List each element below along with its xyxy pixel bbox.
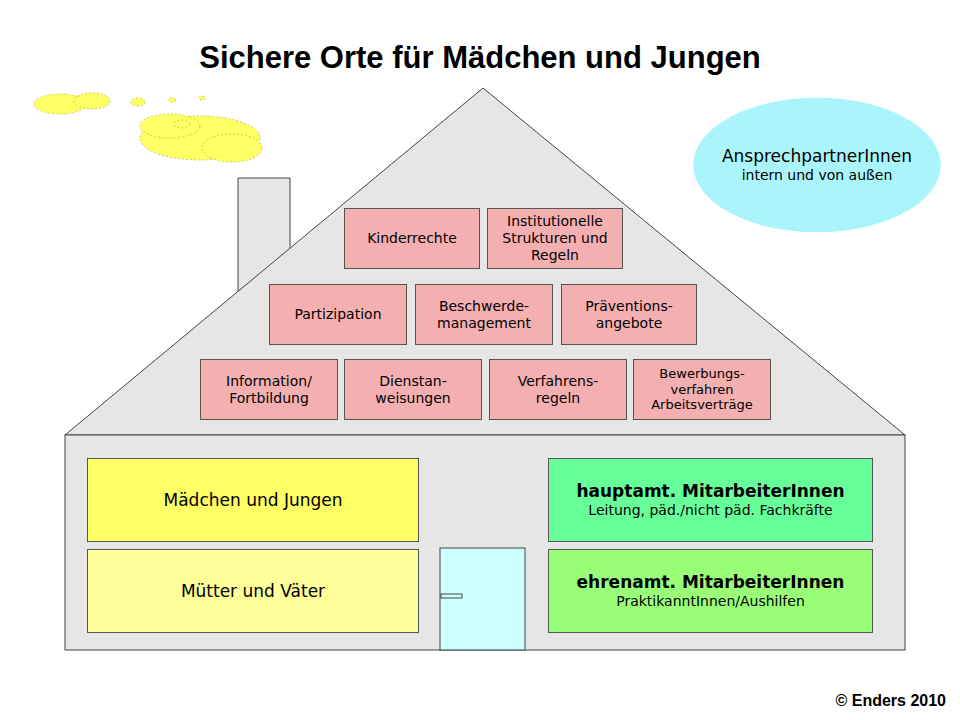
node-heading: AnsprechpartnerInnen	[722, 146, 912, 166]
node-heading: Verfahrens- regeln	[496, 373, 620, 407]
node-heading: Mütter und Väter	[181, 581, 325, 601]
door-handle	[441, 594, 462, 598]
node-heading: Institutionelle Strukturen und Regeln	[494, 213, 616, 263]
measure-box: Bewerbungs- verfahren Arbeitsverträge	[633, 359, 771, 420]
measure-box: Verfahrens- regeln	[489, 359, 627, 420]
node-heading: Bewerbungs- verfahren Arbeitsverträge	[640, 366, 764, 413]
node-heading: Beschwerde- management	[422, 298, 546, 332]
node-subtext: Leitung, päd./nicht päd. Fachkräfte	[588, 502, 832, 519]
copyright-note: © Enders 2010	[835, 692, 946, 710]
node-heading: Dienstan- weisungen	[351, 373, 475, 407]
node-heading: Information/ Fortbildung	[207, 373, 331, 407]
diagram-title: Sichere Orte für Mädchen und Jungen	[0, 40, 960, 76]
node-subtext: PraktikanntInnen/Aushilfen	[616, 593, 805, 610]
node-heading: Kinderrechte	[367, 230, 457, 247]
group-box: ehrenamt. MitarbeiterInnenPraktikanntInn…	[548, 549, 873, 633]
measure-box: Information/ Fortbildung	[200, 359, 338, 420]
group-box: Mädchen und Jungen	[87, 458, 419, 542]
measure-box: Beschwerde- management	[415, 284, 553, 345]
node-heading: ehrenamt. MitarbeiterInnen	[577, 572, 845, 592]
node-heading: Mädchen und Jungen	[164, 490, 343, 510]
measure-box: Kinderrechte	[344, 208, 480, 269]
measure-box: Dienstan- weisungen	[344, 359, 482, 420]
smoke-clouds	[34, 93, 262, 162]
measure-box: Institutionelle Strukturen und Regeln	[487, 208, 623, 269]
contact-ellipse: AnsprechpartnerInnenintern und von außen	[692, 97, 942, 233]
node-heading: hauptamt. MitarbeiterInnen	[576, 481, 844, 501]
house-door	[440, 548, 525, 650]
group-box: hauptamt. MitarbeiterInnenLeitung, päd./…	[548, 458, 873, 542]
node-heading: Partizipation	[294, 306, 381, 323]
group-box: Mütter und Väter	[87, 549, 419, 633]
node-heading: Präventions- angebote	[568, 298, 690, 332]
measure-box: Präventions- angebote	[561, 284, 697, 345]
measure-box: Partizipation	[269, 284, 407, 345]
house-body	[65, 435, 905, 650]
node-subtext: intern und von außen	[742, 167, 893, 184]
